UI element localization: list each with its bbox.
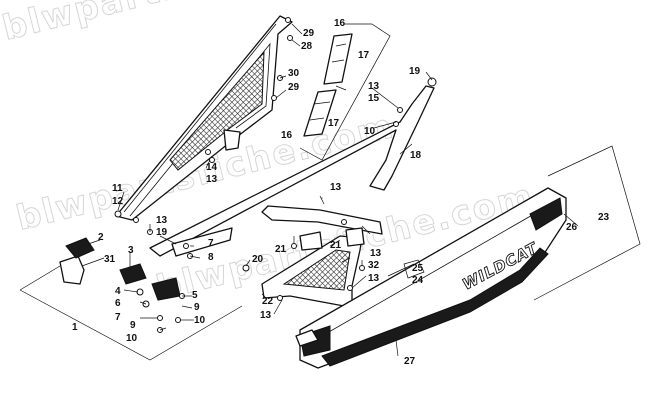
kit-bracket-lines	[19, 145, 641, 361]
callout-13-floor: 13	[370, 248, 382, 259]
callout-19-upper: 19	[409, 66, 421, 77]
callout-20: 20	[252, 254, 264, 265]
callout-17-upper: 17	[358, 50, 370, 61]
leader-lines	[81, 23, 579, 357]
callout-14: 14	[206, 162, 218, 173]
strap-assembly-upper	[323, 33, 353, 85]
side-bar	[149, 77, 437, 257]
callout-21-right: 21	[330, 240, 342, 251]
callout-13-mid: 13	[206, 174, 218, 185]
callout-7-lower: 7	[115, 312, 121, 323]
callout-9-right: 9	[194, 302, 200, 313]
callout-32: 32	[368, 260, 380, 271]
latch-hardware	[59, 237, 250, 333]
strap-assembly-lower	[303, 89, 337, 137]
callout-10-lower: 10	[126, 333, 138, 344]
floor-bracket	[261, 227, 365, 307]
callout-10-upper: 10	[364, 126, 376, 137]
callout-6: 6	[115, 298, 121, 309]
callout-3: 3	[128, 245, 134, 256]
callout-27: 27	[404, 356, 416, 367]
door-mesh-panel	[169, 50, 265, 171]
floor-mesh-panel	[282, 249, 351, 291]
callout-26: 26	[566, 222, 578, 233]
watermark-text-top: blwpartsfiche.com	[0, 0, 384, 49]
callouts: 29 16 28 17 30 29 17 16 19 13 15 10 18 1…	[72, 18, 610, 367]
callout-8: 8	[208, 252, 214, 263]
callout-9-lower: 9	[130, 320, 136, 331]
callout-12: 12	[112, 196, 124, 207]
callout-13-upper: 13	[368, 81, 380, 92]
callout-29-lower: 29	[288, 82, 300, 93]
callout-25: 25	[412, 263, 424, 274]
callout-28: 28	[301, 41, 313, 52]
callout-15: 15	[368, 93, 380, 104]
callout-30: 30	[288, 68, 300, 79]
door-frame	[114, 15, 293, 221]
panel-stripe	[321, 247, 549, 367]
callout-13-bar: 13	[330, 182, 342, 193]
callout-13-bottom: 13	[260, 310, 272, 321]
strap-bracket-lines	[299, 23, 391, 161]
callout-1: 1	[72, 322, 78, 333]
callout-13-hinge: 13	[156, 215, 168, 226]
callout-2: 2	[98, 232, 104, 243]
callout-7-upper: 7	[208, 238, 214, 249]
callout-5: 5	[192, 290, 198, 301]
callout-16-lower: 16	[281, 130, 293, 141]
callout-23: 23	[598, 212, 610, 223]
callout-16-upper: 16	[334, 18, 346, 29]
callout-19-lower: 19	[156, 227, 168, 238]
callout-24: 24	[412, 275, 424, 286]
callout-21-left: 21	[275, 244, 287, 255]
callout-4: 4	[115, 286, 121, 297]
callout-11: 11	[112, 183, 123, 194]
callout-13-floor-lower: 13	[368, 273, 380, 284]
callout-18: 18	[410, 150, 422, 161]
callout-31: 31	[104, 254, 116, 265]
callout-17-lower: 17	[328, 118, 340, 129]
callout-22: 22	[262, 296, 274, 307]
callout-29-upper: 29	[303, 28, 315, 39]
callout-10-right: 10	[194, 315, 206, 326]
hardware-bolts	[133, 35, 403, 301]
